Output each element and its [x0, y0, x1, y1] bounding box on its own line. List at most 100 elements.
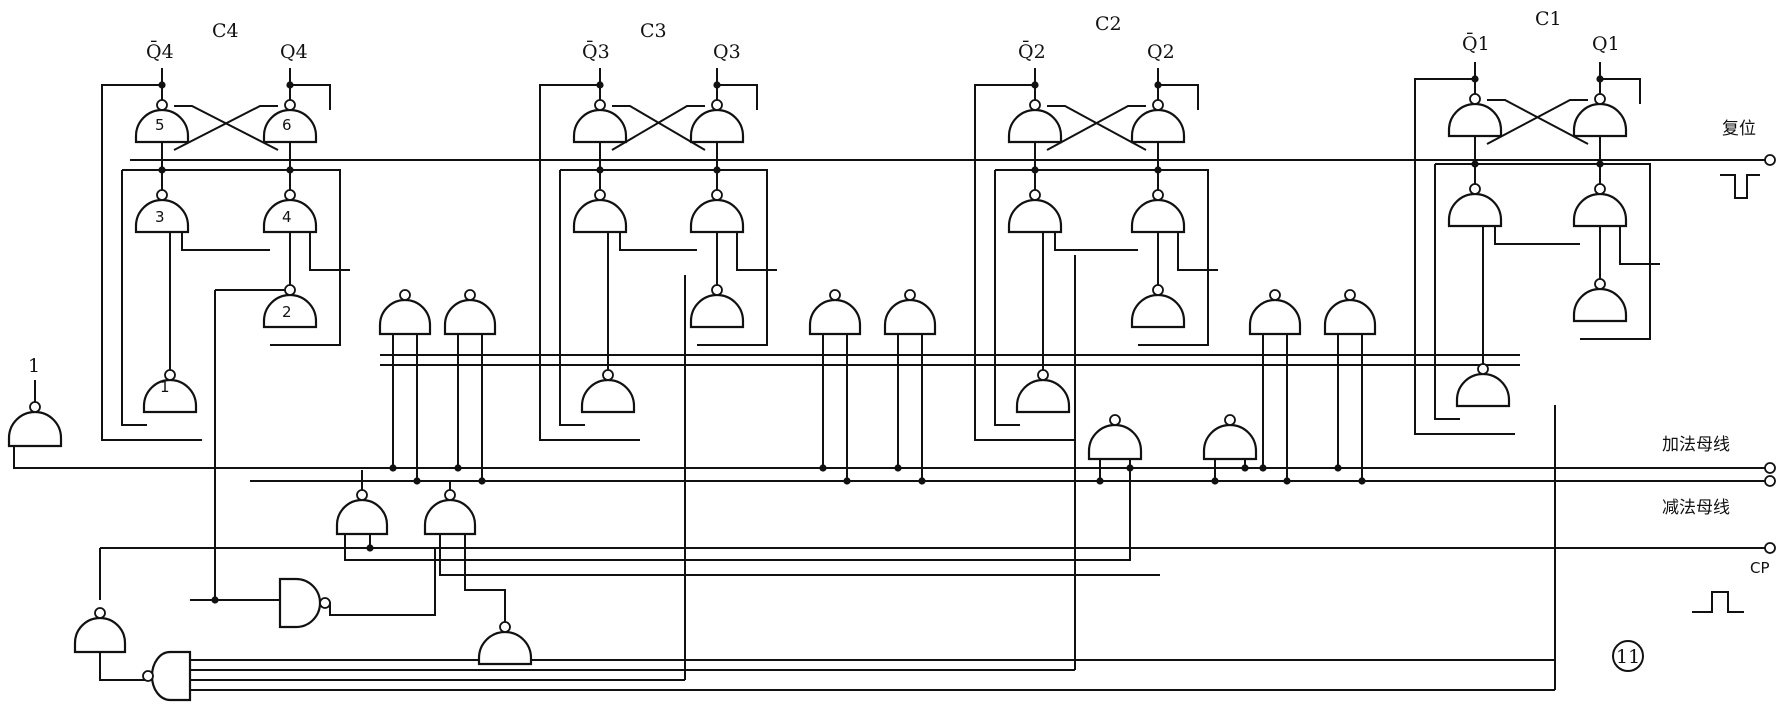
nand-gate-body — [1455, 372, 1511, 408]
junction-dot — [454, 464, 462, 472]
nand-gate — [883, 289, 937, 336]
junction-dots — [158, 75, 1604, 604]
gate-number-4: 4 — [282, 208, 292, 226]
nand-gate-body — [1248, 298, 1302, 336]
gate-number-2: 2 — [282, 303, 292, 321]
output-q4: Q4 — [280, 41, 308, 63]
nand-output-bubble — [1469, 183, 1481, 195]
sub-bus-label: 减法母线 — [1662, 498, 1730, 518]
add-bus-label: 加法母线 — [1662, 435, 1730, 455]
nand-gate — [1572, 93, 1628, 138]
junction-dot — [1126, 464, 1134, 472]
nand-output-bubble — [1594, 93, 1606, 105]
nand-gate — [142, 650, 192, 702]
nand-gate-body — [1572, 287, 1628, 323]
nand-gate-body — [572, 198, 628, 234]
wire — [1177, 232, 1218, 271]
nand-gate — [335, 489, 389, 536]
nand-gate — [443, 289, 497, 336]
nand-gate — [477, 621, 533, 666]
junction-dot — [211, 596, 219, 604]
nand-gate-body — [689, 198, 745, 234]
reset-terminal[interactable] — [1764, 154, 1776, 166]
wire — [717, 84, 758, 110]
nand-gate — [689, 99, 745, 144]
nand-gate-body — [1202, 423, 1258, 461]
wire — [101, 84, 202, 441]
junction-dot — [713, 166, 721, 174]
nand-output-bubble — [464, 289, 476, 301]
output-q2: Q2 — [1147, 41, 1175, 63]
nand-gate-body — [883, 298, 937, 336]
nand-gate — [1015, 369, 1071, 414]
nand-output-bubble — [1152, 189, 1164, 201]
junction-dot — [1596, 160, 1604, 168]
junction-dot — [1259, 464, 1267, 472]
nand-gate — [262, 284, 318, 329]
add-bus-terminal[interactable] — [1764, 462, 1776, 474]
nand-output-bubble — [444, 489, 456, 501]
nand-gate-body — [423, 498, 477, 536]
nand-gate — [689, 189, 745, 234]
wires — [13, 62, 1765, 691]
nand-gate — [1130, 284, 1186, 329]
gate-number-3: 3 — [155, 208, 165, 226]
wire — [612, 105, 706, 151]
nand-gate — [278, 577, 331, 629]
junction-dot — [1283, 477, 1291, 485]
nand-output-bubble — [1594, 278, 1606, 290]
wire — [99, 652, 158, 681]
nand-gate — [1248, 289, 1302, 336]
nand-output-bubble — [1037, 369, 1049, 381]
nand-gate-body — [808, 298, 862, 336]
junction-dot — [158, 81, 166, 89]
figure-number-circle — [1612, 640, 1644, 672]
junction-dot — [1471, 75, 1479, 83]
nand-gate-body — [477, 630, 533, 666]
junction-dot — [596, 81, 604, 89]
wire — [174, 105, 279, 151]
nand-output-bubble — [356, 489, 368, 501]
nand-gate — [1447, 93, 1503, 138]
nand-gate — [1007, 189, 1063, 234]
nand-gate-body — [150, 650, 192, 702]
nand-output-bubble — [711, 99, 723, 111]
nand-output-bubble — [711, 189, 723, 201]
nand-gate-body — [1572, 102, 1628, 138]
nand-gate — [1572, 278, 1628, 323]
sub-bus-terminal[interactable] — [1764, 475, 1776, 487]
nand-gate — [423, 489, 477, 536]
junction-dot — [286, 81, 294, 89]
output-q1: Q1 — [1592, 33, 1620, 55]
wire — [1414, 78, 1515, 435]
clock-terminal[interactable] — [1764, 542, 1776, 554]
nand-output-bubble — [602, 369, 614, 381]
junction-dot — [1031, 166, 1039, 174]
nand-gate — [1130, 189, 1186, 234]
junction-dot — [1211, 477, 1219, 485]
stage-label-c1: C1 — [1535, 8, 1562, 30]
wire — [1486, 99, 1588, 145]
nand-gate-body — [1447, 192, 1503, 228]
nand-output-bubble — [156, 189, 168, 201]
nand-output-bubble — [284, 99, 296, 111]
nand-gate — [262, 99, 318, 144]
gate-number-1: 1 — [160, 378, 170, 396]
junction-dot — [389, 464, 397, 472]
nand-gate — [1202, 414, 1258, 461]
junction-dot — [286, 166, 294, 174]
junction-dot — [1154, 166, 1162, 174]
nand-output-bubble — [1477, 363, 1489, 375]
figure-number: 11 — [1616, 646, 1640, 668]
junction-dot — [596, 166, 604, 174]
nand-gate-body — [1130, 293, 1186, 329]
wire — [539, 84, 640, 441]
junction-dot — [1031, 81, 1039, 89]
nand-gate-body — [142, 378, 198, 414]
nand-output-bubble — [94, 607, 106, 619]
nand-output-bubble — [1224, 414, 1236, 426]
nand-gate — [580, 369, 636, 414]
wire — [611, 105, 705, 151]
wire — [994, 170, 1020, 426]
output-q3: Q3 — [713, 41, 741, 63]
